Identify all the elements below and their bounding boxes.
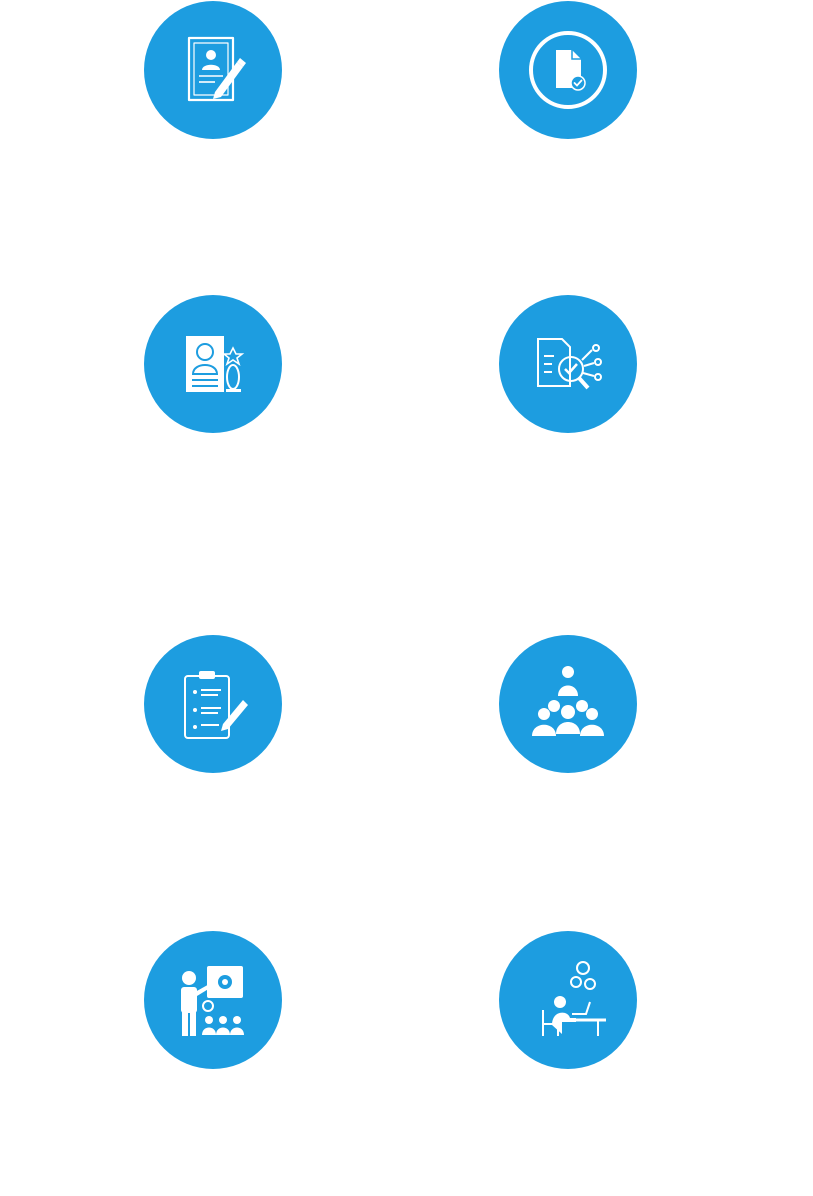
document-analysis-icon	[499, 295, 637, 433]
remote-worker-icon	[499, 931, 637, 1069]
candidate-profile-icon	[144, 295, 282, 433]
approved-document-icon	[499, 1, 637, 139]
resume-signing-icon	[144, 1, 282, 139]
applicant-checklist-icon	[144, 635, 282, 773]
training-presentation-icon	[144, 931, 282, 1069]
team-leader-icon	[499, 635, 637, 773]
